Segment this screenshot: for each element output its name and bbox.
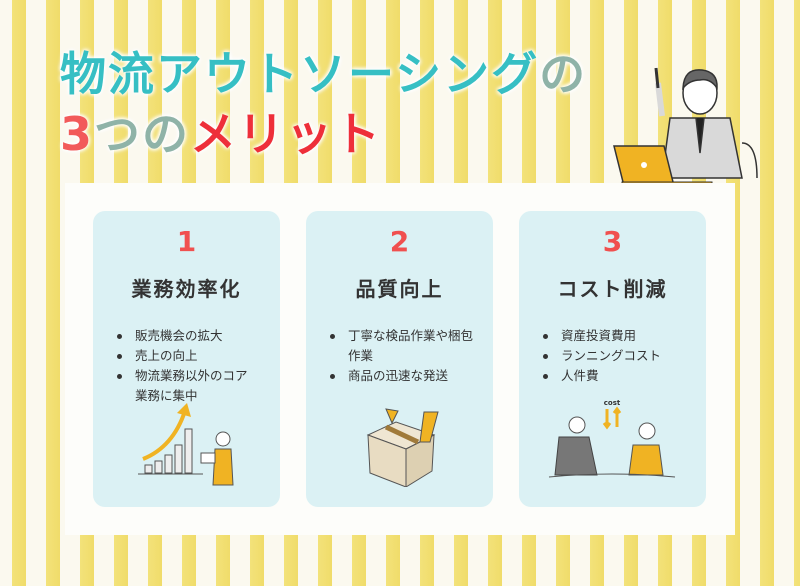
- title-number: 3: [60, 107, 95, 161]
- cost-label: cost: [604, 399, 621, 407]
- list-item: 物流業務以外のコア業務に集中: [115, 366, 255, 406]
- card-heading: コスト削減: [557, 277, 668, 301]
- merit-list: 販売機会の拡大 売上の向上 物流業務以外のコア業務に集中: [93, 326, 280, 406]
- meeting-cost-illustration: cost: [548, 399, 676, 478]
- list-item: 商品の迅速な発送: [328, 366, 493, 386]
- card-heading: 品質向上: [355, 277, 444, 301]
- title-merit: メリット: [190, 107, 383, 161]
- title-suffix: の: [539, 47, 588, 101]
- list-item: ランニングコスト: [541, 346, 706, 366]
- list-item: 売上の向上: [115, 346, 280, 366]
- merit-card-3: 3 コスト削減 資産投資費用 ランニングコスト 人件費 cost: [519, 211, 706, 507]
- card-number: 3: [602, 225, 623, 258]
- businessman-laptop-illustration: [613, 67, 758, 187]
- merit-list: 丁寧な検品作業や梱包作業 商品の迅速な発送: [306, 326, 493, 386]
- content-panel: 1 業務効率化 販売機会の拡大 売上の向上 物流業務以外のコア業務に集中 2 品…: [65, 183, 735, 535]
- card-number: 1: [176, 225, 197, 258]
- title-mid: つの: [94, 107, 191, 161]
- card-heading: 業務効率化: [131, 277, 242, 301]
- merit-list: 資産投資費用 ランニングコスト 人件費: [519, 326, 706, 386]
- title-line-2: 3つのメリット: [60, 98, 382, 164]
- list-item: 資産投資費用: [541, 326, 706, 346]
- merit-card-2: 2 品質向上 丁寧な検品作業や梱包作業 商品の迅速な発送: [306, 211, 493, 507]
- list-item: 販売機会の拡大: [115, 326, 280, 346]
- list-item: 丁寧な検品作業や梱包作業: [328, 326, 473, 366]
- card-number: 2: [389, 225, 410, 258]
- growth-chart-illustration: [138, 403, 234, 486]
- packing-box-illustration: [366, 408, 439, 487]
- merit-card-1: 1 業務効率化 販売機会の拡大 売上の向上 物流業務以外のコア業務に集中: [93, 211, 280, 507]
- title-line-1: 物流アウトソーシングの: [60, 38, 587, 104]
- list-item: 人件費: [541, 366, 706, 386]
- title-main: 物流アウトソーシング: [60, 47, 540, 101]
